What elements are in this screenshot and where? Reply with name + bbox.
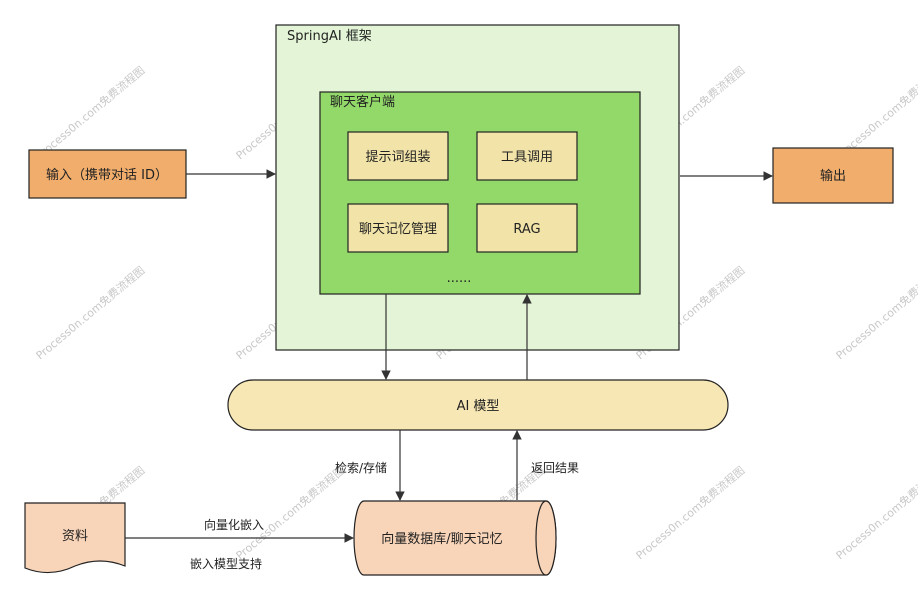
watermark-text: Process0n.com免费流程图 — [33, 63, 147, 162]
watermark-text: Process0n.com免费流程图 — [33, 263, 147, 362]
watermark-text: Process0n.com免费流程图 — [233, 463, 347, 562]
edge-label-search-store: 检索/存储 — [335, 460, 387, 475]
chat-client-title: 聊天客户端 — [330, 94, 395, 110]
rag-module-label: RAG — [513, 222, 540, 237]
watermark-text: Process0n.com免费流程图 — [833, 463, 918, 562]
memory-module-box — [347, 203, 449, 253]
vector-db-label: 向量数据库/聊天记忆 — [381, 531, 502, 547]
prompt-module-label: 提示词组装 — [365, 149, 430, 165]
framework-title: SpringAI 框架 — [287, 29, 372, 44]
input-label: 输入（携带对话 ID） — [46, 167, 168, 183]
edge-label-return-result: 返回结果 — [531, 461, 579, 475]
watermark-text: Process0n.com免费流程图 — [833, 263, 918, 362]
vector-db-cylinder — [353, 500, 557, 576]
edge-label-embed-support: 嵌入模型支持 — [190, 556, 262, 571]
rag-module-box — [476, 203, 578, 253]
more-modules-ellipsis: ...... — [447, 271, 472, 286]
edge-label-vector-embed: 向量化嵌入 — [204, 517, 264, 532]
output-box — [772, 147, 894, 204]
watermark-text: Process0n.com免费流程图 — [633, 463, 747, 562]
chat-client-container — [319, 91, 641, 295]
tools-module-label: 工具调用 — [501, 150, 553, 165]
materials-label: 资料 — [62, 529, 88, 544]
ai-model-capsule — [227, 379, 729, 431]
materials-document — [24, 502, 126, 574]
ai-model-label: AI 模型 — [457, 399, 500, 414]
prompt-module-box — [347, 131, 449, 181]
output-label: 输出 — [820, 168, 846, 184]
memory-module-label: 聊天记忆管理 — [359, 221, 437, 237]
tools-module-box — [476, 131, 578, 181]
